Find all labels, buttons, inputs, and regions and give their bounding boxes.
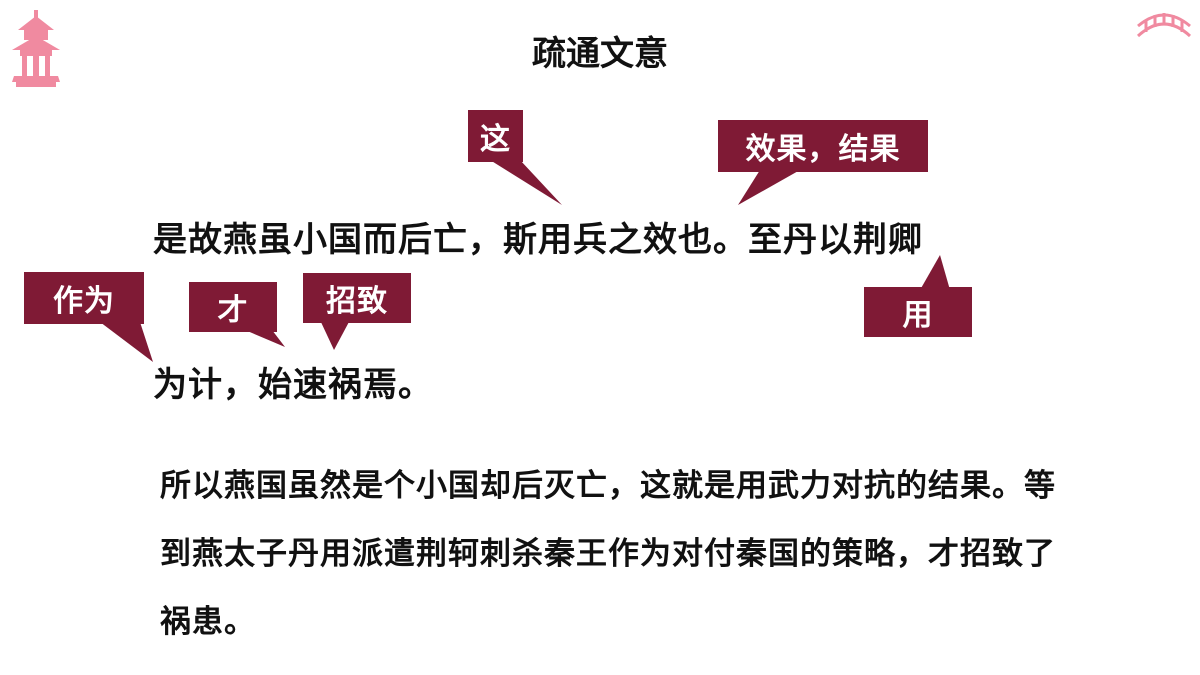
annotation-cai: 才 [189,282,277,332]
annotation-zhaozhi: 招致 [303,273,411,323]
original-text-line-1: 是故燕虽小国而后亡，斯用兵之效也。至丹以荆卿 [153,220,923,260]
translation-text: 所以燕国虽然是个小国却后灭亡，这就是用武力对抗的结果。等到燕太子丹用派遣荆轲刺杀… [160,468,1056,640]
pointer-zhe [490,160,562,205]
annotation-zhe: 这 [468,110,523,162]
pointer-xiaoguo [738,170,800,205]
pointer-cai [245,330,285,347]
pointer-zhaozhi [320,320,350,350]
annotation-zuowei: 作为 [24,272,144,324]
pointer-zuowei [100,322,153,362]
page-title: 疏通文意 [532,34,668,74]
pagoda-icon [12,10,60,87]
original-text-line-2: 为计，始速祸焉。 [153,365,433,405]
bridge-icon [1136,13,1192,38]
annotation-xiaoguo: 效果，结果 [718,120,928,172]
pointer-yong [920,255,950,290]
annotation-yong: 用 [864,287,972,337]
